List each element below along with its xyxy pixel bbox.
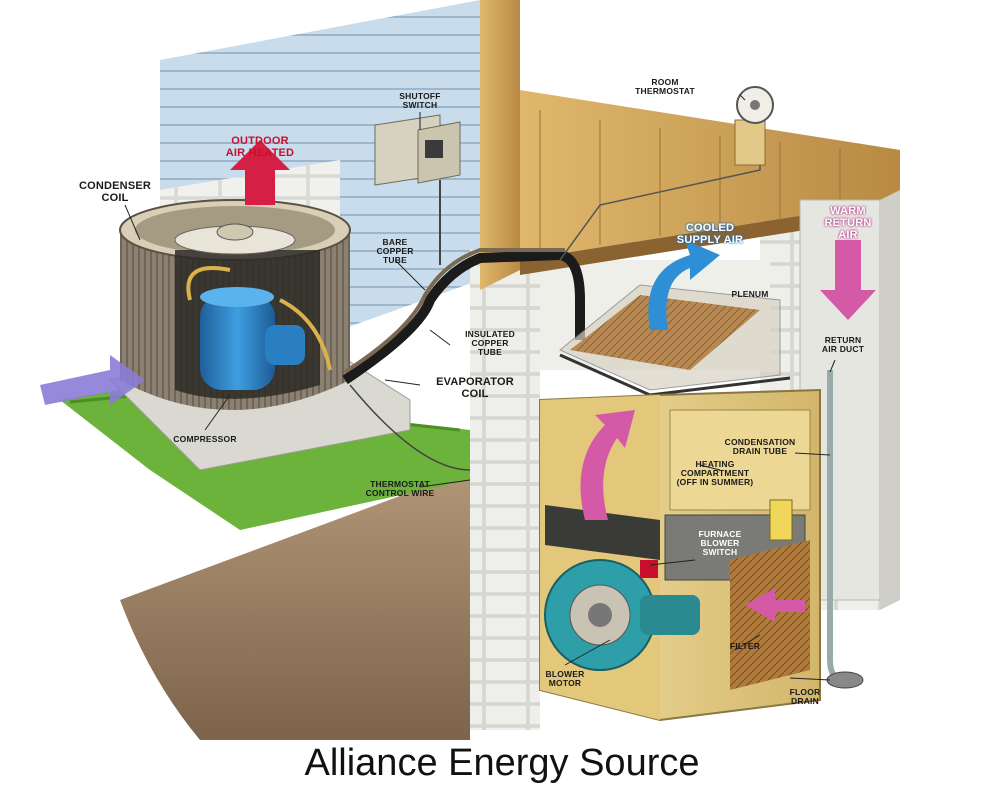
label-furnace-blower-switch: FURNACE BLOWER SWITCH bbox=[698, 529, 742, 557]
label-blower-motor: BLOWER MOTOR bbox=[545, 669, 585, 688]
label-room-thermostat: ROOM THERMOSTAT bbox=[635, 77, 695, 96]
hvac-illustration bbox=[40, 0, 900, 740]
condenser-unit bbox=[119, 199, 351, 410]
blower-motor bbox=[640, 595, 700, 635]
intake-arrow bbox=[40, 355, 145, 405]
house-siding bbox=[160, 0, 480, 330]
label-insulated-copper-tube: INSULATED COPPER TUBE bbox=[465, 329, 515, 357]
label-condenser-coil: CONDENSER COIL bbox=[78, 180, 152, 204]
label-cooled-supply-air: COOLED SUPPLY AIR bbox=[676, 222, 744, 246]
furnace-upflow-arrow bbox=[580, 410, 635, 520]
soil bbox=[120, 470, 470, 740]
warm-return-air-arrow bbox=[820, 240, 876, 320]
label-heating-compartment: HEATING COMPARTMENT (OFF IN SUMMER) bbox=[676, 459, 754, 487]
label-bare-copper-tube: BARE COPPER TUBE bbox=[376, 237, 414, 265]
compressor bbox=[200, 295, 275, 390]
label-return-air-duct: RETURN AIR DUCT bbox=[821, 335, 865, 354]
label-floor-drain: FLOOR DRAIN bbox=[789, 687, 821, 706]
cooled-supply-air-arrow bbox=[648, 240, 720, 330]
label-condensation-drain-tube: CONDENSATION DRAIN TUBE bbox=[724, 437, 796, 456]
label-shutoff-switch: SHUTOFF SWITCH bbox=[399, 91, 441, 110]
label-thermostat-control-wire: THERMOSTAT CONTROL WIRE bbox=[365, 479, 435, 498]
plenum bbox=[559, 284, 791, 397]
refrigerant-lines bbox=[342, 249, 585, 385]
label-warm-return-air: WARM RETURN AIR bbox=[824, 205, 872, 241]
room-thermostat bbox=[734, 86, 774, 166]
label-filter: FILTER bbox=[729, 641, 761, 651]
label-compressor: COMPRESSOR bbox=[173, 434, 237, 444]
floor-joists bbox=[480, 0, 520, 290]
label-evaporator-coil: EVAPORATOR COIL bbox=[436, 376, 514, 400]
label-plenum: PLENUM bbox=[731, 289, 769, 299]
basement-wall bbox=[470, 250, 540, 730]
label-outdoor-air-heated: OUTDOOR AIR HEATED bbox=[225, 135, 295, 159]
caption: Alliance Energy Source bbox=[304, 742, 700, 784]
shutoff-switch-box bbox=[374, 114, 461, 186]
return-into-filter-arrow bbox=[745, 588, 805, 622]
floor-drain bbox=[826, 671, 864, 689]
outdoor-air-heated-arrow bbox=[230, 140, 290, 205]
